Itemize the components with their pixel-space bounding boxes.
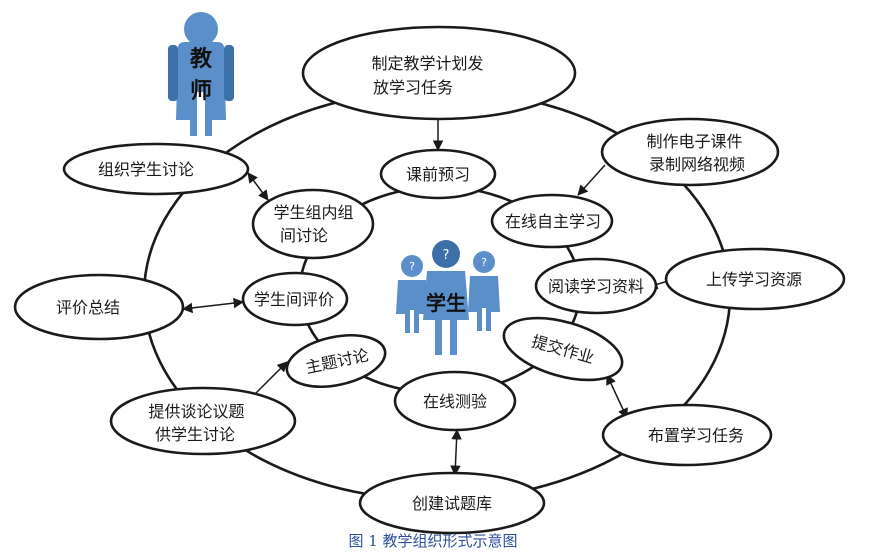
- node-provide-line2: 供学生讨论: [155, 425, 235, 444]
- teacher-body: [176, 42, 226, 136]
- node-question-bank-label: 创建试题库: [412, 494, 492, 513]
- arrow-courseware-to-selfstudy: [577, 164, 606, 196]
- teacher-left-arm: [168, 45, 178, 101]
- node-courseware: 制作电子课件 录制网络视频: [600, 117, 780, 187]
- arrow-provide-to-topic: [251, 361, 288, 398]
- node-courseware-line1: 制作电子课件: [646, 132, 742, 151]
- node-read: 阅读学习资料: [534, 257, 658, 315]
- node-self-study-label: 在线自主学习: [505, 212, 601, 231]
- node-topic: 主题讨论: [285, 334, 387, 388]
- svg-text:学生组内组 间讨论: 学生组内组 间讨论: [273, 203, 358, 245]
- node-question-bank: 创建试题库: [358, 471, 546, 535]
- node-peer-eval-label: 学生间评价: [254, 290, 334, 309]
- node-preview: 课前预习: [379, 148, 497, 200]
- node-assign: 布置学习任务: [601, 403, 773, 467]
- figure-caption: 图 1 教学组织形式示意图: [348, 532, 517, 550]
- svg-text:?: ?: [481, 256, 487, 269]
- teacher-label-char2: 师: [190, 78, 212, 104]
- node-assign-label: 布置学习任务: [648, 426, 744, 445]
- node-organize: 组织学生讨论: [62, 142, 250, 196]
- svg-text:?: ?: [443, 248, 450, 263]
- node-evaluate-label: 评价总结: [56, 298, 120, 317]
- node-upload-label: 上传学习资源: [706, 270, 802, 289]
- node-upload: 上传学习资源: [664, 247, 846, 311]
- node-online-test-label: 在线测验: [423, 392, 487, 411]
- node-peer-eval: 学生间评价: [241, 271, 349, 327]
- arrow-submit-assign: [606, 374, 628, 419]
- node-group-discuss: 学生组内组 间讨论: [251, 188, 375, 260]
- node-group-discuss-line2: 间讨论: [280, 226, 328, 245]
- teacher-label-char1: 教: [190, 46, 213, 72]
- arrow-test-questionbank: [450, 428, 462, 477]
- student-left-body: [396, 280, 428, 333]
- node-organize-label: 组织学生讨论: [98, 160, 194, 179]
- node-plan-line2: 放学习任务: [373, 78, 453, 97]
- svg-text:?: ?: [409, 260, 415, 273]
- node-group-discuss-line1: 学生组内组: [273, 203, 353, 222]
- node-online-test: 在线测验: [393, 370, 517, 432]
- svg-text:提供谈论议题 供学生讨论: 提供谈论议题 供学生讨论: [148, 402, 249, 444]
- student-center-head: [432, 240, 460, 268]
- student-label: 学生: [426, 291, 466, 315]
- teacher-figure: 教 师: [168, 12, 234, 136]
- node-plan: 制定教学计划发 放学习任务: [301, 25, 577, 121]
- node-provide-line1: 提供谈论议题: [148, 402, 244, 421]
- student-right-head: [473, 251, 495, 273]
- student-center-body: [423, 271, 469, 355]
- arrow-organize-groupdiscuss: [247, 172, 269, 201]
- node-self-study: 在线自主学习: [490, 193, 614, 249]
- node-preview-label: 课前预习: [406, 165, 470, 184]
- student-right-body: [468, 276, 500, 331]
- node-provide: 提供谈论议题 供学生讨论: [109, 386, 297, 456]
- student-left-head: [401, 255, 423, 277]
- svg-text:制作电子课件 录制网络视频: 制作电子课件 录制网络视频: [646, 132, 747, 174]
- node-read-label: 阅读学习资料: [548, 277, 644, 296]
- node-evaluate: 评价总结: [13, 273, 185, 341]
- svg-text:制定教学计划发 放学习任务: 制定教学计划发 放学习任务: [371, 54, 488, 97]
- arrow-evaluate-peereval: [181, 297, 245, 314]
- node-submit: 提交作业: [502, 316, 624, 382]
- students-figure: ? ? ? 学生: [396, 240, 500, 355]
- node-plan-line1: 制定教学计划发: [371, 54, 483, 73]
- teacher-right-arm: [224, 45, 234, 101]
- node-courseware-line2: 录制网络视频: [649, 155, 745, 174]
- teacher-head: [184, 12, 218, 46]
